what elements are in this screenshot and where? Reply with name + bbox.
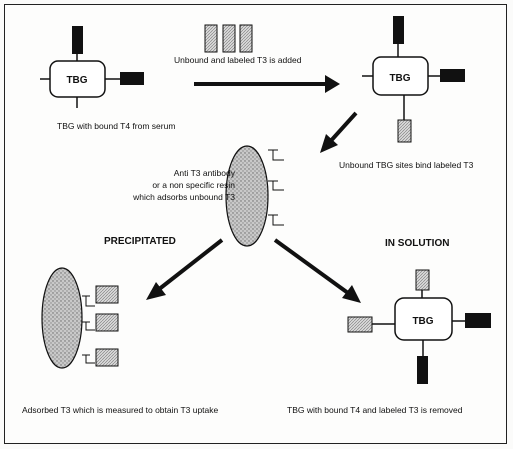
resin-ellipse (41, 267, 83, 369)
t3-block (95, 285, 119, 304)
tbg-complex-in-solution: TBG (347, 269, 491, 384)
label-antibody-3: which adsorbs unbound T3 (133, 192, 235, 202)
precipitated-resin (41, 267, 119, 369)
free-labeled-t3-group (204, 24, 253, 53)
label-tbg-bound-t4: TBG with bound T4 from serum (57, 121, 176, 131)
label-unbound-sites: Unbound TBG sites bind labeled T3 (339, 160, 474, 170)
tbg-label: TBG (66, 75, 87, 86)
resin-ellipse (225, 145, 269, 247)
arrow-in-solution (273, 238, 361, 303)
t4-block (417, 356, 428, 384)
t3-block (415, 269, 430, 291)
header-in-solution: IN SOLUTION (385, 238, 450, 249)
t3-block (222, 24, 236, 53)
tbg-label: TBG (389, 73, 410, 84)
t3-block (239, 24, 253, 53)
t3-block (95, 313, 119, 332)
t4-block (440, 69, 465, 82)
label-antibody-1: Anti T3 antibody (173, 168, 235, 178)
arrow-add-t3 (194, 75, 340, 93)
t3-block (347, 316, 373, 333)
tbg-complex-serum: TBG (40, 26, 144, 108)
antibody-resin (225, 145, 284, 247)
t4-block (393, 16, 404, 44)
t3-block (397, 119, 412, 143)
t4-block (465, 313, 491, 328)
header-precipitated: PRECIPITATED (104, 236, 176, 247)
label-antibody-2: or a non specific resin (152, 180, 235, 190)
t4-block (72, 26, 83, 54)
label-adsorbed: Adsorbed T3 which is measured to obtain … (22, 405, 219, 415)
tbg-complex-with-t3: TBG (362, 16, 465, 143)
arrow-to-antibody (320, 111, 358, 153)
arrow-precipitated (146, 238, 224, 300)
label-removed: TBG with bound T4 and labeled T3 is remo… (287, 405, 463, 415)
label-unbound-added: Unbound and labeled T3 is added (174, 55, 302, 65)
t3-block (95, 348, 119, 367)
t3-block (204, 24, 218, 53)
t4-block (120, 72, 144, 85)
tbg-label: TBG (412, 316, 433, 327)
